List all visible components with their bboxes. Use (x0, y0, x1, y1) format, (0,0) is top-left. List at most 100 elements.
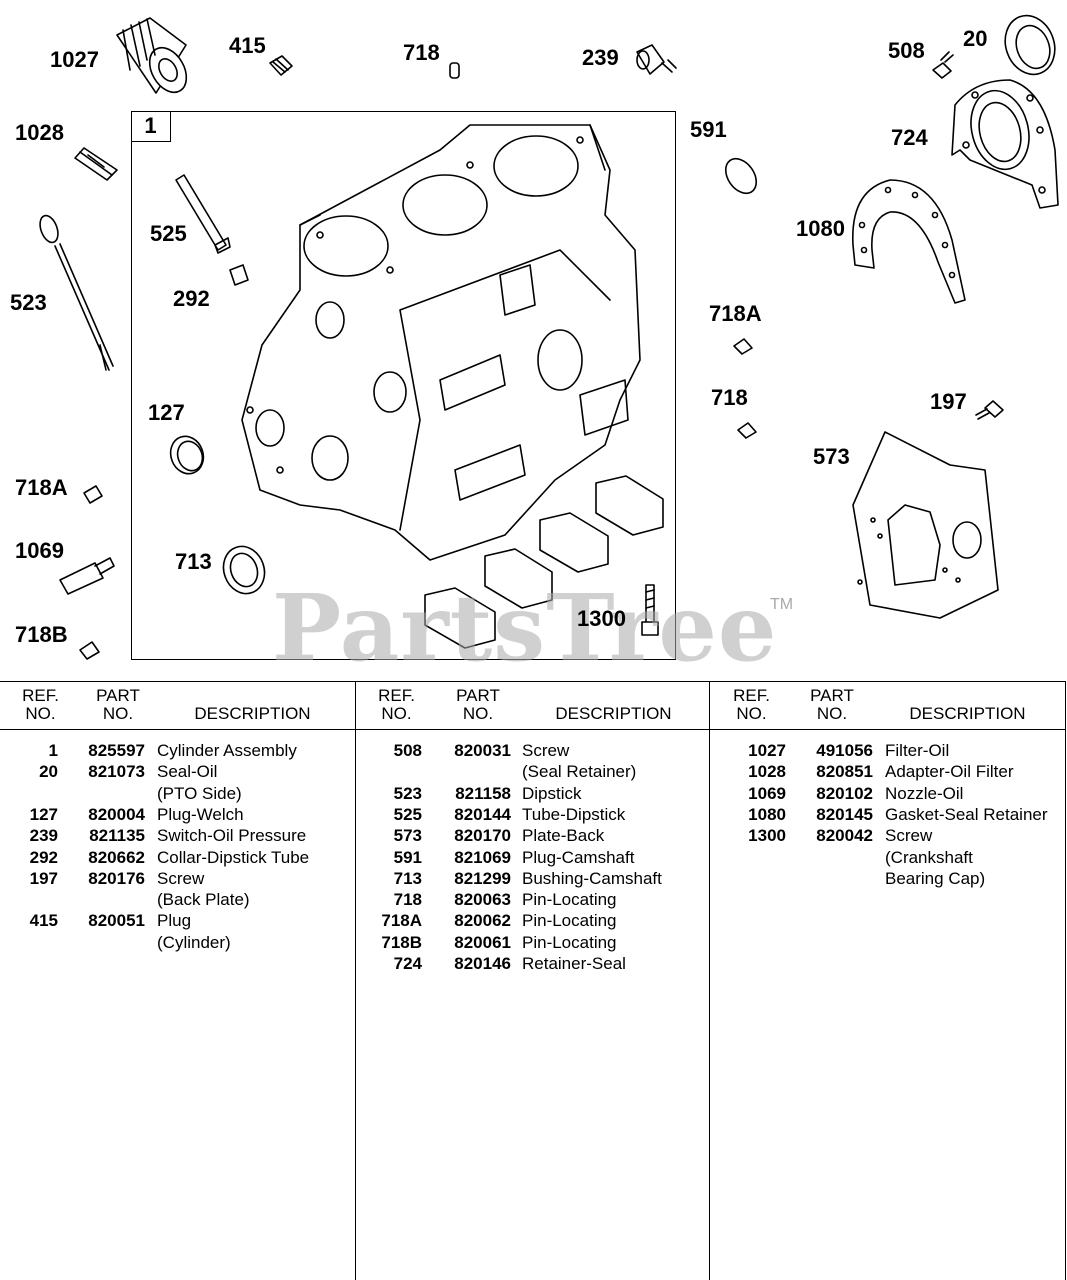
callout-label: 20 (963, 26, 988, 51)
part-description: Bearing Cap) (885, 868, 986, 888)
part-number: 820851 (816, 762, 873, 782)
ref-number: 1028 (748, 762, 786, 782)
ref-number: 591 (393, 847, 422, 867)
header-ref-no: REF. NO. (378, 686, 415, 723)
callout-label: 718A (709, 301, 762, 326)
part-number: 825597 (88, 741, 145, 760)
ref-number: 127 (29, 804, 58, 824)
oil-nozzle-drawing (59, 557, 115, 595)
ref-number: 713 (393, 868, 422, 888)
part-description: Switch-Oil Pressure (157, 826, 307, 846)
part-number: 820102 (816, 783, 873, 803)
back-plate-drawing (852, 431, 999, 619)
callout-label: 591 (690, 117, 727, 142)
welch-plug-drawing (169, 435, 205, 475)
part-description: Plate-Back (522, 826, 605, 846)
part-description: Gasket-Seal Retainer (885, 804, 1048, 824)
header-description: DESCRIPTION (194, 704, 311, 723)
part-description: (PTO Side) (157, 783, 242, 803)
part-number: 820031 (454, 741, 511, 760)
part-number: 820042 (816, 826, 873, 846)
part-number: 820176 (88, 868, 145, 888)
oil-pressure-switch-drawing (636, 44, 677, 75)
part-number: 820004 (88, 804, 145, 824)
callout-label: 718B (15, 622, 68, 647)
seal-retainer-drawing (951, 79, 1059, 209)
header-ref-no: REF. NO. (22, 686, 59, 723)
cylinder-assembly-ref-label: 1 (131, 111, 171, 142)
callout-label: 724 (891, 125, 928, 150)
ref-number: 1300 (748, 826, 786, 846)
table-row: (Cylinder) (0, 932, 355, 953)
part-number: 820145 (816, 804, 873, 824)
oil-seal-drawing (1004, 14, 1056, 76)
callout-label: 525 (150, 221, 187, 246)
part-description: Filter-Oil (885, 741, 950, 760)
ref-number: 415 (29, 911, 58, 931)
part-description: Pin-Locating (522, 932, 617, 952)
part-number: 821069 (454, 847, 511, 867)
watermark: PartsTree (272, 574, 778, 682)
callout-label: 508 (888, 38, 925, 63)
pin-drawing (83, 485, 103, 504)
ref-number: 523 (393, 783, 422, 803)
ref-number: 1027 (748, 741, 786, 760)
dipstick-tube-drawing (175, 174, 231, 254)
part-number: 821073 (88, 762, 145, 782)
callout-label: 1080 (796, 216, 845, 241)
gasket-seal-retainer-drawing (852, 179, 966, 304)
header-part-no: PART NO. (456, 686, 500, 723)
header-part-no: PART NO. (96, 686, 140, 723)
part-description: Plug-Camshaft (522, 847, 635, 867)
screw-drawing (932, 51, 954, 79)
callout-label: 127 (148, 400, 185, 425)
header-part-no: PART NO. (810, 686, 854, 723)
cylinder-block-drawing (241, 124, 641, 561)
pin-drawing (737, 422, 757, 439)
part-number: 821299 (454, 868, 511, 888)
ref-number: 718 (393, 890, 422, 910)
part-number: 491056 (816, 741, 873, 760)
ref-number: 718A (381, 911, 422, 931)
screw-drawing (975, 400, 1004, 420)
parts-table-header: REF. NO. PART NO. DESCRIPTION (0, 682, 355, 730)
part-number: 820062 (454, 911, 511, 931)
parts-table-column: REF. NO. PART NO. DESCRIPTION 1027 491056 Fil… (709, 682, 1066, 1280)
table-row: 718A 820062 Pin-Locating (356, 910, 710, 931)
ref-number: 724 (393, 954, 422, 973)
bearing-cap-drawing (424, 475, 664, 649)
part-description: Pin-Locating (522, 911, 617, 931)
header-description: DESCRIPTION (909, 704, 1026, 723)
crankshaft-bearing-cap-screw-drawing (641, 584, 659, 636)
part-description: (Cylinder) (157, 932, 231, 952)
ref-number: 573 (393, 826, 422, 846)
part-description: Dipstick (522, 783, 582, 803)
cylinder-assembly-box (131, 111, 676, 660)
callout-label: 523 (10, 290, 47, 315)
part-description: Nozzle-Oil (885, 783, 964, 803)
oil-filter-drawing (116, 17, 188, 94)
part-description: Plug (157, 911, 192, 931)
ref-number: 292 (29, 847, 58, 867)
header-ref-no: REF. NO. (733, 686, 770, 723)
part-description: Seal-Oil (157, 762, 218, 782)
part-description: (Crankshaft (885, 847, 973, 867)
ref-number: 1069 (748, 783, 786, 803)
callout-label: 197 (930, 389, 967, 414)
table-row: 1069 820102 Nozzle-Oil (710, 783, 1066, 804)
table-row: (PTO Side) (0, 783, 355, 804)
part-number: 820051 (88, 911, 145, 931)
part-description: Bushing-Camshaft (522, 868, 662, 888)
pin-drawing (79, 641, 100, 660)
callout-label: 573 (813, 444, 850, 469)
part-description: Screw (157, 868, 205, 888)
callout-label: 718 (403, 40, 440, 65)
ref-number: 197 (29, 868, 58, 888)
